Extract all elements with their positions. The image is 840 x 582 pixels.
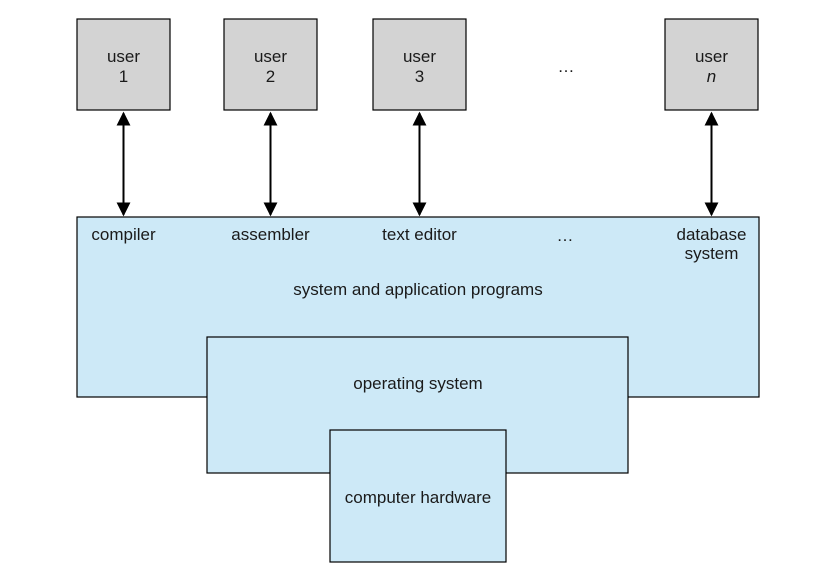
users-ellipsis: … [558, 57, 575, 76]
hardware-layer [329, 429, 507, 563]
program-compiler: compiler [91, 225, 156, 244]
program-database-line2: system [685, 244, 739, 263]
program-database-line1: database [677, 225, 747, 244]
user-box-3 [372, 18, 467, 111]
hardware-label: computer hardware [345, 488, 491, 507]
applications-layer-label: system and application programs [293, 280, 542, 299]
operating-system-label: operating system [353, 374, 482, 393]
user-box-2 [223, 18, 318, 111]
user-1-number: 1 [119, 67, 128, 86]
user-2-label: user [254, 47, 287, 66]
user-3-label: user [403, 47, 436, 66]
user-box-n [664, 18, 759, 111]
programs-ellipsis: … [557, 226, 574, 245]
user-n-number: n [707, 67, 716, 86]
user-1-label: user [107, 47, 140, 66]
user-2-number: 2 [266, 67, 275, 86]
user-box-1 [76, 18, 171, 111]
program-text-editor: text editor [382, 225, 457, 244]
program-assembler: assembler [231, 225, 310, 244]
user-n-label: user [695, 47, 728, 66]
user-3-number: 3 [415, 67, 424, 86]
